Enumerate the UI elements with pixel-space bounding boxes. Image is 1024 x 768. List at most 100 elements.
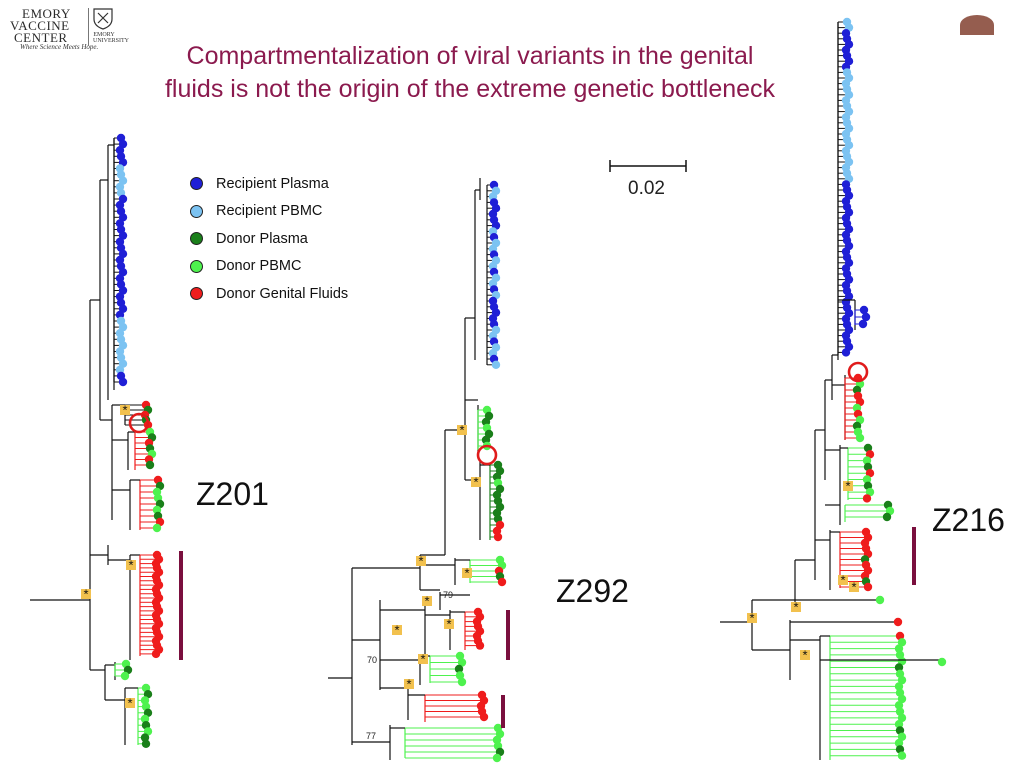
tree-tip	[140, 696, 150, 705]
title-line-1: Compartmentalization of viral variants i…	[186, 42, 754, 70]
support-marker	[457, 425, 467, 435]
tree-tip	[457, 677, 467, 687]
tree-tip	[145, 460, 155, 470]
tree-tip	[858, 319, 868, 329]
legend-label: Donor Plasma	[216, 230, 308, 247]
logo-tagline: Where Science Meets Hope.	[20, 43, 99, 51]
tree-tip	[493, 532, 503, 542]
support-star: *	[802, 648, 807, 663]
legend-item: Recipient PBMC	[190, 198, 348, 226]
tree-tip	[865, 450, 875, 459]
support-star: *	[83, 587, 88, 602]
tree-tip	[894, 701, 904, 710]
scale-bar-label: 0.02	[628, 178, 665, 199]
tree-label-z201: Z201	[196, 476, 269, 512]
tree-tip	[894, 644, 904, 653]
support-star: *	[845, 479, 850, 494]
support-marker	[422, 596, 432, 606]
tree-tip	[895, 650, 905, 660]
tree-tip	[895, 669, 905, 678]
tree-tip	[894, 663, 904, 672]
bootstrap-label: 77	[366, 731, 376, 741]
support-star: *	[840, 573, 845, 588]
emory-crest-icon	[93, 8, 113, 30]
tree-tip	[865, 487, 875, 497]
legend-label: Recipient Plasma	[216, 175, 329, 192]
transmitted-variant-marker	[847, 361, 869, 383]
tree-tip	[862, 475, 872, 484]
tree-tip	[141, 739, 151, 748]
tree-tip	[875, 595, 885, 605]
tree-z216: ******	[720, 17, 947, 760]
tree-tip	[897, 657, 907, 666]
support-marker	[404, 679, 414, 689]
support-marker	[81, 589, 91, 599]
scale-bar	[609, 160, 687, 172]
tree-tip	[475, 641, 485, 650]
tree-tip	[897, 638, 907, 647]
support-star: *	[420, 652, 425, 667]
legend-dot	[190, 177, 203, 191]
tree-tip	[863, 443, 873, 453]
tree-label-z292: Z292	[556, 573, 629, 609]
tree-tip	[937, 657, 947, 667]
tree-tip	[897, 751, 907, 760]
support-star: *	[406, 677, 411, 692]
tree-z292: *********	[328, 178, 510, 763]
support-star: *	[122, 403, 127, 418]
legend: Recipient Plasma Recipient PBMC Donor Pl…	[190, 170, 348, 308]
legend-item: Donor Genital Fluids	[190, 280, 348, 308]
tree-tip	[895, 726, 905, 735]
tree-tip	[841, 348, 851, 357]
tree-tip	[897, 694, 907, 704]
tree-tip	[894, 720, 904, 729]
tree-tip	[479, 712, 489, 722]
tree-tip	[865, 469, 875, 478]
tree-tip	[897, 732, 907, 741]
support-marker	[462, 568, 472, 578]
support-marker	[843, 481, 853, 491]
tree-tip	[140, 714, 150, 724]
logo-line-1: EMORY	[22, 6, 71, 21]
tree-label-z216: Z216	[932, 502, 1005, 538]
tree-tip	[455, 671, 465, 680]
tree-tip	[894, 682, 904, 691]
transmitted-variant-marker	[476, 444, 498, 466]
support-star: *	[394, 623, 399, 638]
tree-tip	[894, 738, 904, 748]
tree-tip	[895, 631, 905, 641]
tree-tip	[497, 577, 507, 587]
tree-tip	[491, 360, 501, 369]
tree-z201: ****	[30, 133, 183, 748]
support-star: *	[128, 558, 133, 573]
support-star: *	[464, 566, 469, 581]
support-marker	[126, 560, 136, 570]
legend-label: Donor Genital Fluids	[216, 285, 349, 302]
tree-tip	[862, 456, 872, 465]
tree-tip	[118, 377, 128, 387]
support-marker	[418, 654, 428, 664]
tree-tip	[140, 733, 150, 742]
tree-tip	[895, 707, 905, 716]
logo-line-3: CENTER	[14, 30, 68, 45]
emory-vaccine-center-logo: EMORY VACCINE CENTER Where Science Meets…	[8, 4, 129, 54]
support-marker	[444, 619, 454, 629]
tree-tip	[151, 649, 161, 659]
legend-label: Recipient PBMC	[216, 203, 323, 220]
support-star: *	[446, 617, 451, 632]
tree-tip	[863, 582, 873, 592]
support-marker	[392, 625, 402, 635]
support-star: *	[459, 423, 464, 438]
support-star: *	[418, 554, 423, 569]
support-star: *	[793, 600, 798, 615]
legend-label: Donor PBMC	[216, 258, 302, 275]
logo-university: EMORY UNIVERSITY	[93, 32, 129, 44]
tree-tip	[882, 512, 892, 522]
tree-tip	[897, 713, 907, 723]
title-line-2: fluids is not the origin of the extreme …	[164, 75, 776, 103]
tree-tip	[895, 745, 905, 754]
support-marker	[416, 556, 426, 566]
logo-separator	[88, 8, 89, 46]
tree-tip	[861, 312, 871, 322]
